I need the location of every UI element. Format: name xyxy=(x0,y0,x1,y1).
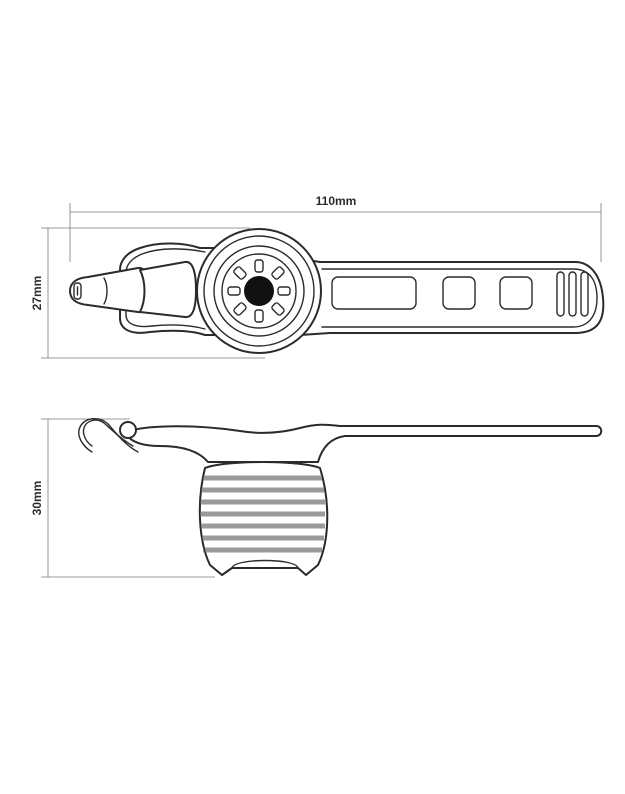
top-height-label: 27mm xyxy=(30,276,44,311)
side-height-dimension: 30mm xyxy=(30,418,215,578)
led-segment xyxy=(254,309,264,323)
side-view xyxy=(78,418,603,576)
side-strap-arm xyxy=(124,423,603,463)
plug-slot-outer xyxy=(73,282,82,300)
side-hook-inner xyxy=(82,419,134,447)
lamp-head-ring-4 xyxy=(221,253,297,329)
width-label: 110mm xyxy=(316,194,357,208)
side-lamp-stripes xyxy=(200,475,325,553)
led-segment xyxy=(271,266,285,280)
lamp-head-ring-2 xyxy=(203,235,315,347)
side-lamp-body xyxy=(198,461,329,576)
top-view xyxy=(69,228,605,354)
led-segment xyxy=(227,286,241,296)
strap-grip-ribs xyxy=(556,271,589,317)
led-segment xyxy=(271,302,285,316)
led-segment xyxy=(233,302,247,316)
top-height-dimension: 27mm xyxy=(30,227,265,359)
mount-cup-top xyxy=(139,260,197,319)
led-segment xyxy=(233,266,247,280)
grip-rib xyxy=(556,271,565,317)
strap-slot-square-2 xyxy=(499,276,533,310)
side-hinge xyxy=(119,421,137,439)
plug-ridge xyxy=(103,277,108,305)
lens-center xyxy=(244,276,274,306)
strap-slot-long xyxy=(331,276,417,310)
width-dimension: 110mm xyxy=(69,194,602,262)
grip-rib xyxy=(580,271,589,317)
grip-rib xyxy=(568,271,577,317)
side-height-label: 30mm xyxy=(30,481,44,516)
side-lamp-base-notch xyxy=(231,559,299,569)
lamp-head-ring-3 xyxy=(213,245,305,337)
led-segment xyxy=(277,286,291,296)
strap-slot-square-1 xyxy=(442,276,476,310)
led-segments xyxy=(227,259,291,323)
led-segment xyxy=(254,259,264,273)
